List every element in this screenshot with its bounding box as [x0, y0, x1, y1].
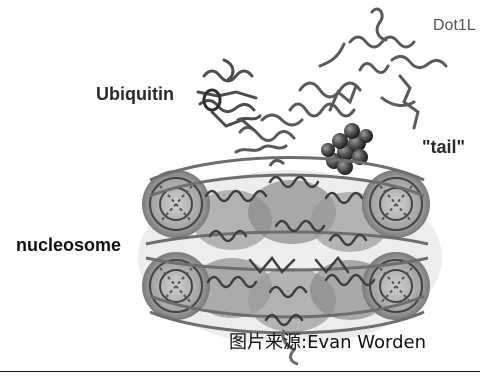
- bottom-divider: [0, 371, 480, 372]
- label-dot1l: Dot1L: [433, 18, 476, 34]
- histone-tail-spheres: [321, 123, 373, 175]
- label-tail: "tail": [422, 138, 465, 156]
- ubiquitin-protein: [198, 60, 260, 130]
- label-ubiquitin: Ubiquitin: [96, 85, 174, 103]
- dot1l-protein: [236, 9, 446, 152]
- image-credit-caption: 图片来源:Evan Worden: [229, 334, 426, 352]
- label-nucleosome: nucleosome: [16, 236, 121, 254]
